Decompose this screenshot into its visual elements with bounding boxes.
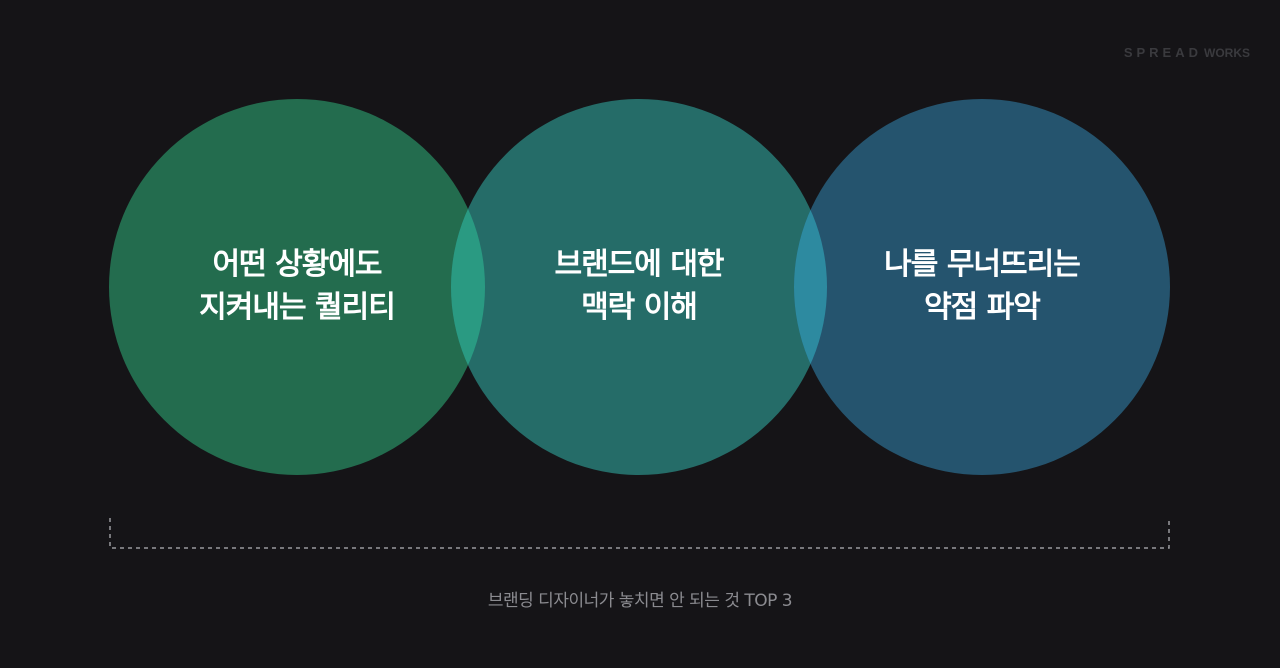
label-context-line2: 맥락 이해: [581, 290, 698, 325]
caption: 브랜딩 디자이너가 놓치면 안 되는 것 TOP 3: [487, 591, 793, 611]
circle-context: [451, 99, 827, 475]
label-context: 브랜드에 대한 맥락 이해: [509, 243, 769, 329]
label-weakness: 나를 무너뜨리는 약점 파악: [852, 243, 1112, 329]
label-quality-line2: 지켜내는 퀄리티: [199, 290, 396, 325]
label-weakness-line1: 나를 무너뜨리는: [884, 247, 1081, 282]
label-quality: 어떤 상황에도 지켜내는 퀄리티: [167, 243, 427, 329]
logo-sub-text: WORKS: [1204, 46, 1250, 60]
label-weakness-line2: 약점 파악: [924, 290, 1041, 325]
logo-main-text: SPREAD: [1123, 45, 1202, 60]
circle-quality: [109, 99, 485, 475]
label-quality-line1: 어떤 상황에도: [212, 247, 382, 282]
circle-weakness: [794, 99, 1170, 475]
label-context-line1: 브랜드에 대한: [554, 247, 724, 282]
